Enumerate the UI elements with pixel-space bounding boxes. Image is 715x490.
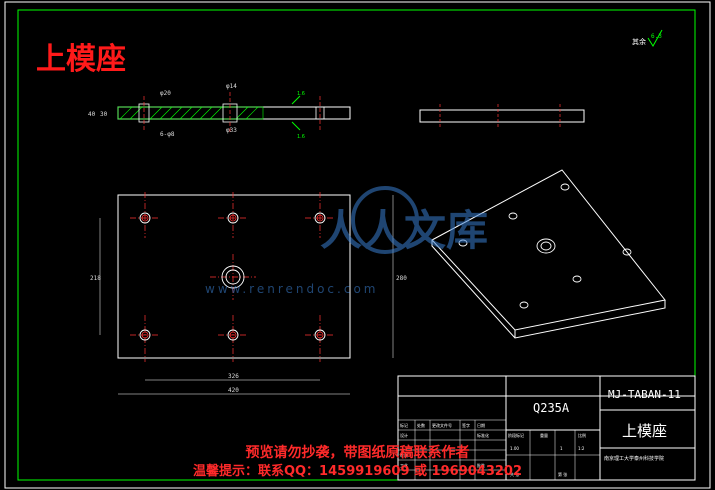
- svg-text:280: 280: [396, 275, 407, 282]
- svg-text:工艺: 工艺: [400, 463, 408, 468]
- svg-text:1:2: 1:2: [578, 446, 585, 451]
- svg-text:6.3: 6.3: [651, 33, 662, 40]
- svg-text:审核: 审核: [400, 452, 408, 458]
- svg-text:MJ-TABAN-11: MJ-TABAN-11: [608, 388, 681, 401]
- svg-text:φ33: φ33: [226, 127, 237, 134]
- svg-text:重量: 重量: [540, 432, 548, 438]
- svg-text:第 张: 第 张: [558, 471, 567, 477]
- watermark-logo: 人人文库 www.renrendoc.com: [205, 186, 488, 296]
- svg-text:420: 420: [228, 387, 239, 394]
- svg-text:1.6: 1.6: [297, 134, 305, 140]
- svg-text:40: 40: [88, 111, 96, 118]
- side-view-right: [419, 104, 585, 128]
- svg-text:Q235A: Q235A: [533, 401, 570, 415]
- inner-frame: [17, 9, 696, 481]
- svg-text:326: 326: [228, 373, 239, 380]
- svg-text:φ20: φ20: [160, 90, 171, 97]
- svg-text:处数: 处数: [417, 422, 425, 428]
- svg-text:30: 30: [100, 111, 108, 118]
- svg-text:日期: 日期: [477, 422, 485, 428]
- svg-text:其余: 其余: [632, 37, 646, 46]
- svg-text:更改文件号: 更改文件号: [432, 422, 452, 428]
- svg-text:阶段标记: 阶段标记: [508, 432, 524, 438]
- drawing-title: 上模座: [36, 42, 126, 77]
- svg-text:设计: 设计: [400, 432, 408, 438]
- svg-text:1.6: 1.6: [297, 91, 305, 97]
- svg-text:www.renrendoc.com: www.renrendoc.com: [205, 282, 378, 296]
- svg-text:φ14: φ14: [226, 83, 237, 90]
- isometric-view: [431, 169, 666, 339]
- svg-text:标记: 标记: [400, 422, 408, 428]
- svg-text:批准: 批准: [477, 462, 485, 468]
- svg-text:比例: 比例: [578, 432, 586, 438]
- outer-frame: [4, 1, 711, 489]
- watermark-line1: 预览请勿抄袭，带图纸原稿联系作者: [245, 445, 470, 461]
- section-view: φ20 φ14 φ33 6-φ8 40 30 1.6 1.6: [88, 83, 351, 140]
- svg-text:标准化: 标准化: [477, 432, 489, 438]
- roughness-symbol: 其余 6.3: [632, 29, 663, 47]
- svg-text:1: 1: [560, 446, 563, 451]
- svg-text:人人文库: 人人文库: [320, 206, 488, 255]
- watermark-line2: 温馨提示：联系QQ：1459919609 或 1969043202: [192, 464, 523, 479]
- title-block: Q235A MJ-TABAN-11 上模座 南京理工大学泰州科技学院 标记 处数…: [397, 375, 696, 481]
- svg-text:1.00: 1.00: [510, 446, 519, 451]
- plan-view: 326 420 218 280: [90, 192, 407, 395]
- svg-text:上模座: 上模座: [622, 422, 667, 440]
- svg-text:共 张: 共 张: [510, 471, 519, 477]
- svg-text:218: 218: [90, 275, 101, 282]
- svg-text:6-φ8: 6-φ8: [160, 131, 175, 138]
- svg-text:签字: 签字: [462, 422, 470, 428]
- svg-text:南京理工大学泰州科技学院: 南京理工大学泰州科技学院: [604, 455, 664, 462]
